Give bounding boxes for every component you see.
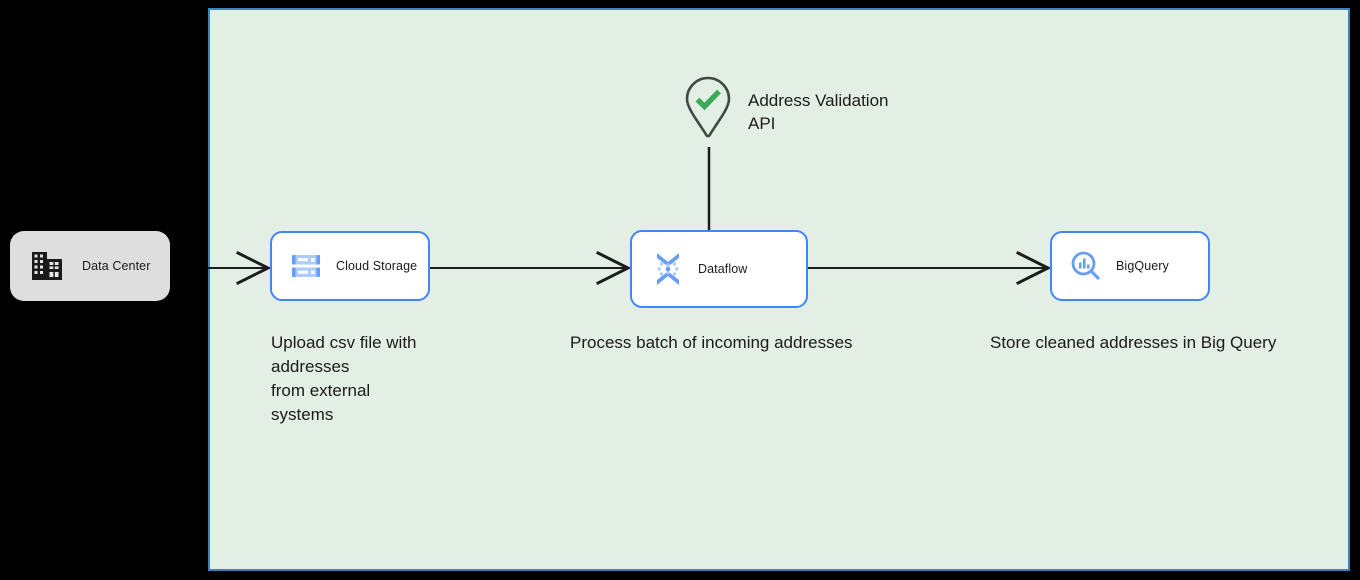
node-data-center[interactable]: Data Center [10,231,170,301]
service-label-line-2: API [748,114,776,133]
caption-line: Upload csv file with [271,333,417,352]
caption-line: addresses [271,357,350,376]
caption-cloud-storage: Upload csv file with addresses from exte… [271,331,501,427]
node-cloud-storage-label: Cloud Storage [336,259,418,273]
node-cloud-storage[interactable]: Cloud Storage [270,231,430,301]
dataflow-icon [648,252,688,286]
data-center-icon [24,252,70,280]
map-pin-check-icon [685,76,731,138]
node-bigquery[interactable]: BigQuery [1050,231,1210,301]
caption-bigquery: Store cleaned addresses in Big Query [990,333,1277,352]
service-address-validation-api-label: Address Validation API [748,89,978,135]
caption-dataflow: Process batch of incoming addresses [570,333,853,352]
node-data-center-label: Data Center [82,259,151,273]
node-dataflow-label: Dataflow [698,262,748,276]
cloud-storage-icon [286,251,326,281]
service-address-validation-api[interactable] [684,76,732,138]
node-dataflow[interactable]: Dataflow [630,230,808,308]
node-bigquery-label: BigQuery [1116,259,1169,273]
service-label-line-1: Address Validation [748,91,889,110]
caption-line: from external [271,381,371,400]
caption-line: systems [271,405,334,424]
bigquery-icon [1066,251,1106,281]
